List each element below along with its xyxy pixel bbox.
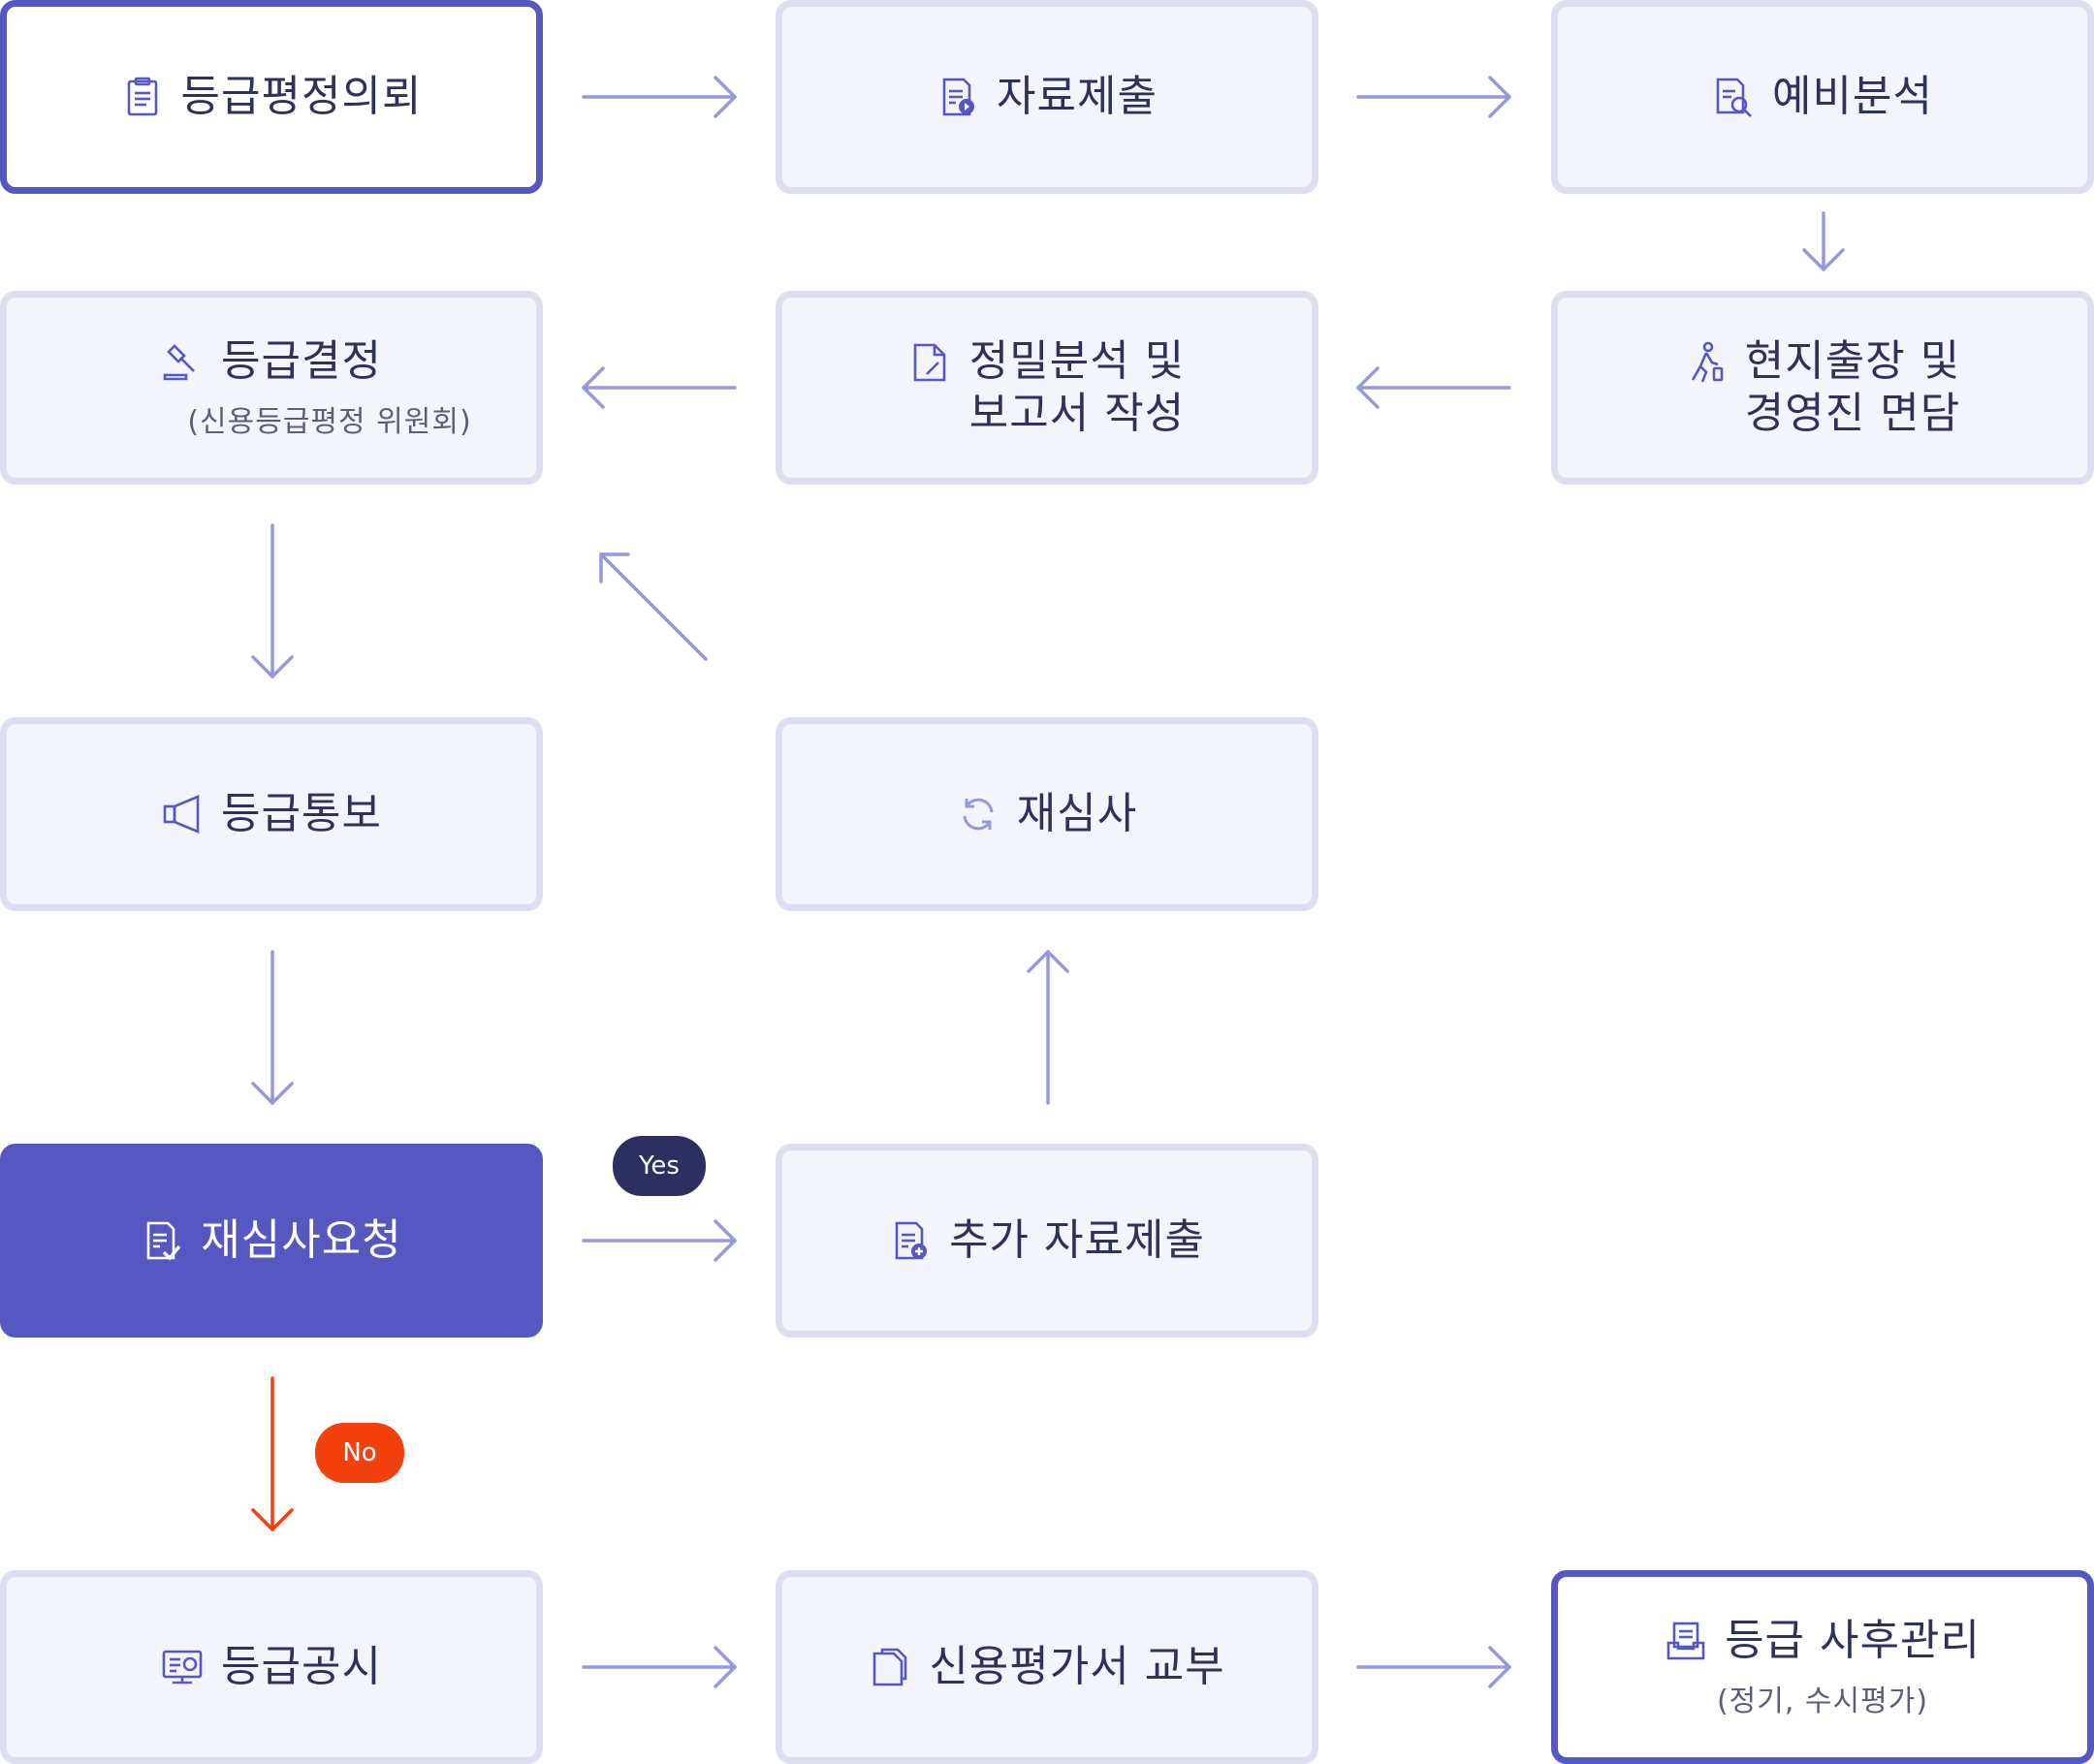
arrow-submit-to-prelim (1356, 76, 1511, 118)
step-notify: 등급통보 (0, 717, 543, 911)
arrow-additional-to-rereview (1027, 950, 1069, 1105)
walking-person-icon (1685, 341, 1728, 384)
step-label: 신용평가서 교부 (929, 1642, 1225, 1691)
step-label: 현지출장 및 경영진 면담 (1744, 336, 1961, 438)
inbox-icon (1665, 1620, 1707, 1662)
megaphone-icon (161, 793, 204, 835)
step-request: 등급평정의뢰 (0, 0, 543, 194)
clipboard-icon (121, 76, 164, 118)
arrow-rereview-to-decision (599, 552, 708, 661)
step-followup: 등급 사후관리 (정기, 수시평가) (1551, 1570, 2094, 1764)
step-label: 정밀분석 및 보고서 작성 (968, 336, 1186, 438)
step-additional: 추가 자료제출 (776, 1144, 1318, 1338)
document-submit-icon (936, 76, 979, 118)
step-submit: 자료제출 (776, 0, 1318, 194)
arrow-request-to-submit (582, 76, 737, 118)
step-label: 등급공시 (221, 1642, 382, 1691)
step-label: 재심사요청 (201, 1215, 402, 1265)
step-rereview-request: 재심사요청 (0, 1144, 543, 1338)
document-copy-icon (869, 1646, 911, 1688)
step-label: 등급결정 (221, 336, 382, 386)
step-label: 등급통보 (221, 789, 382, 838)
step-visit: 현지출장 및 경영진 면담 (1551, 291, 2094, 485)
document-check-icon (141, 1219, 183, 1262)
document-search-icon (1712, 76, 1755, 118)
step-disclosure: 등급공시 (0, 1570, 543, 1764)
monitor-icon (161, 1646, 204, 1688)
refresh-icon (957, 793, 999, 835)
arrow-decision-to-notify (251, 523, 294, 678)
gavel-icon (161, 340, 204, 383)
step-sublabel: (신용등급평정 위원회) (187, 405, 472, 439)
step-label: 재심사 (1016, 789, 1138, 838)
arrow-rereview-request-to-disclosure (251, 1376, 294, 1531)
step-label: 등급평정의뢰 (180, 72, 423, 121)
step-decision: 등급결정 (신용등급평정 위원회) (0, 291, 543, 485)
arrow-analysis-to-decision (582, 366, 737, 409)
document-edit-icon (909, 341, 952, 384)
no-badge: No (315, 1423, 404, 1483)
arrow-rereview-request-to-additional (582, 1219, 737, 1262)
step-label: 자료제출 (997, 72, 1158, 121)
arrow-issue-to-followup (1356, 1646, 1511, 1688)
arrow-notify-to-rereview-request (251, 950, 294, 1105)
step-label: 추가 자료제출 (949, 1215, 1205, 1265)
step-label: 예비분석 (1772, 72, 1933, 121)
yes-badge: Yes (613, 1136, 706, 1196)
document-add-icon (889, 1219, 932, 1262)
arrow-visit-to-analysis (1356, 366, 1511, 409)
step-label: 등급 사후관리 (1725, 1616, 1981, 1665)
step-analysis: 정밀분석 및 보고서 작성 (776, 291, 1318, 485)
arrow-prelim-to-visit (1802, 211, 1845, 271)
arrow-disclosure-to-issue (582, 1646, 737, 1688)
step-rereview: 재심사 (776, 717, 1318, 911)
step-sublabel: (정기, 수시평가) (1716, 1685, 1929, 1718)
step-prelim: 예비분석 (1551, 0, 2094, 194)
step-issue: 신용평가서 교부 (776, 1570, 1318, 1764)
